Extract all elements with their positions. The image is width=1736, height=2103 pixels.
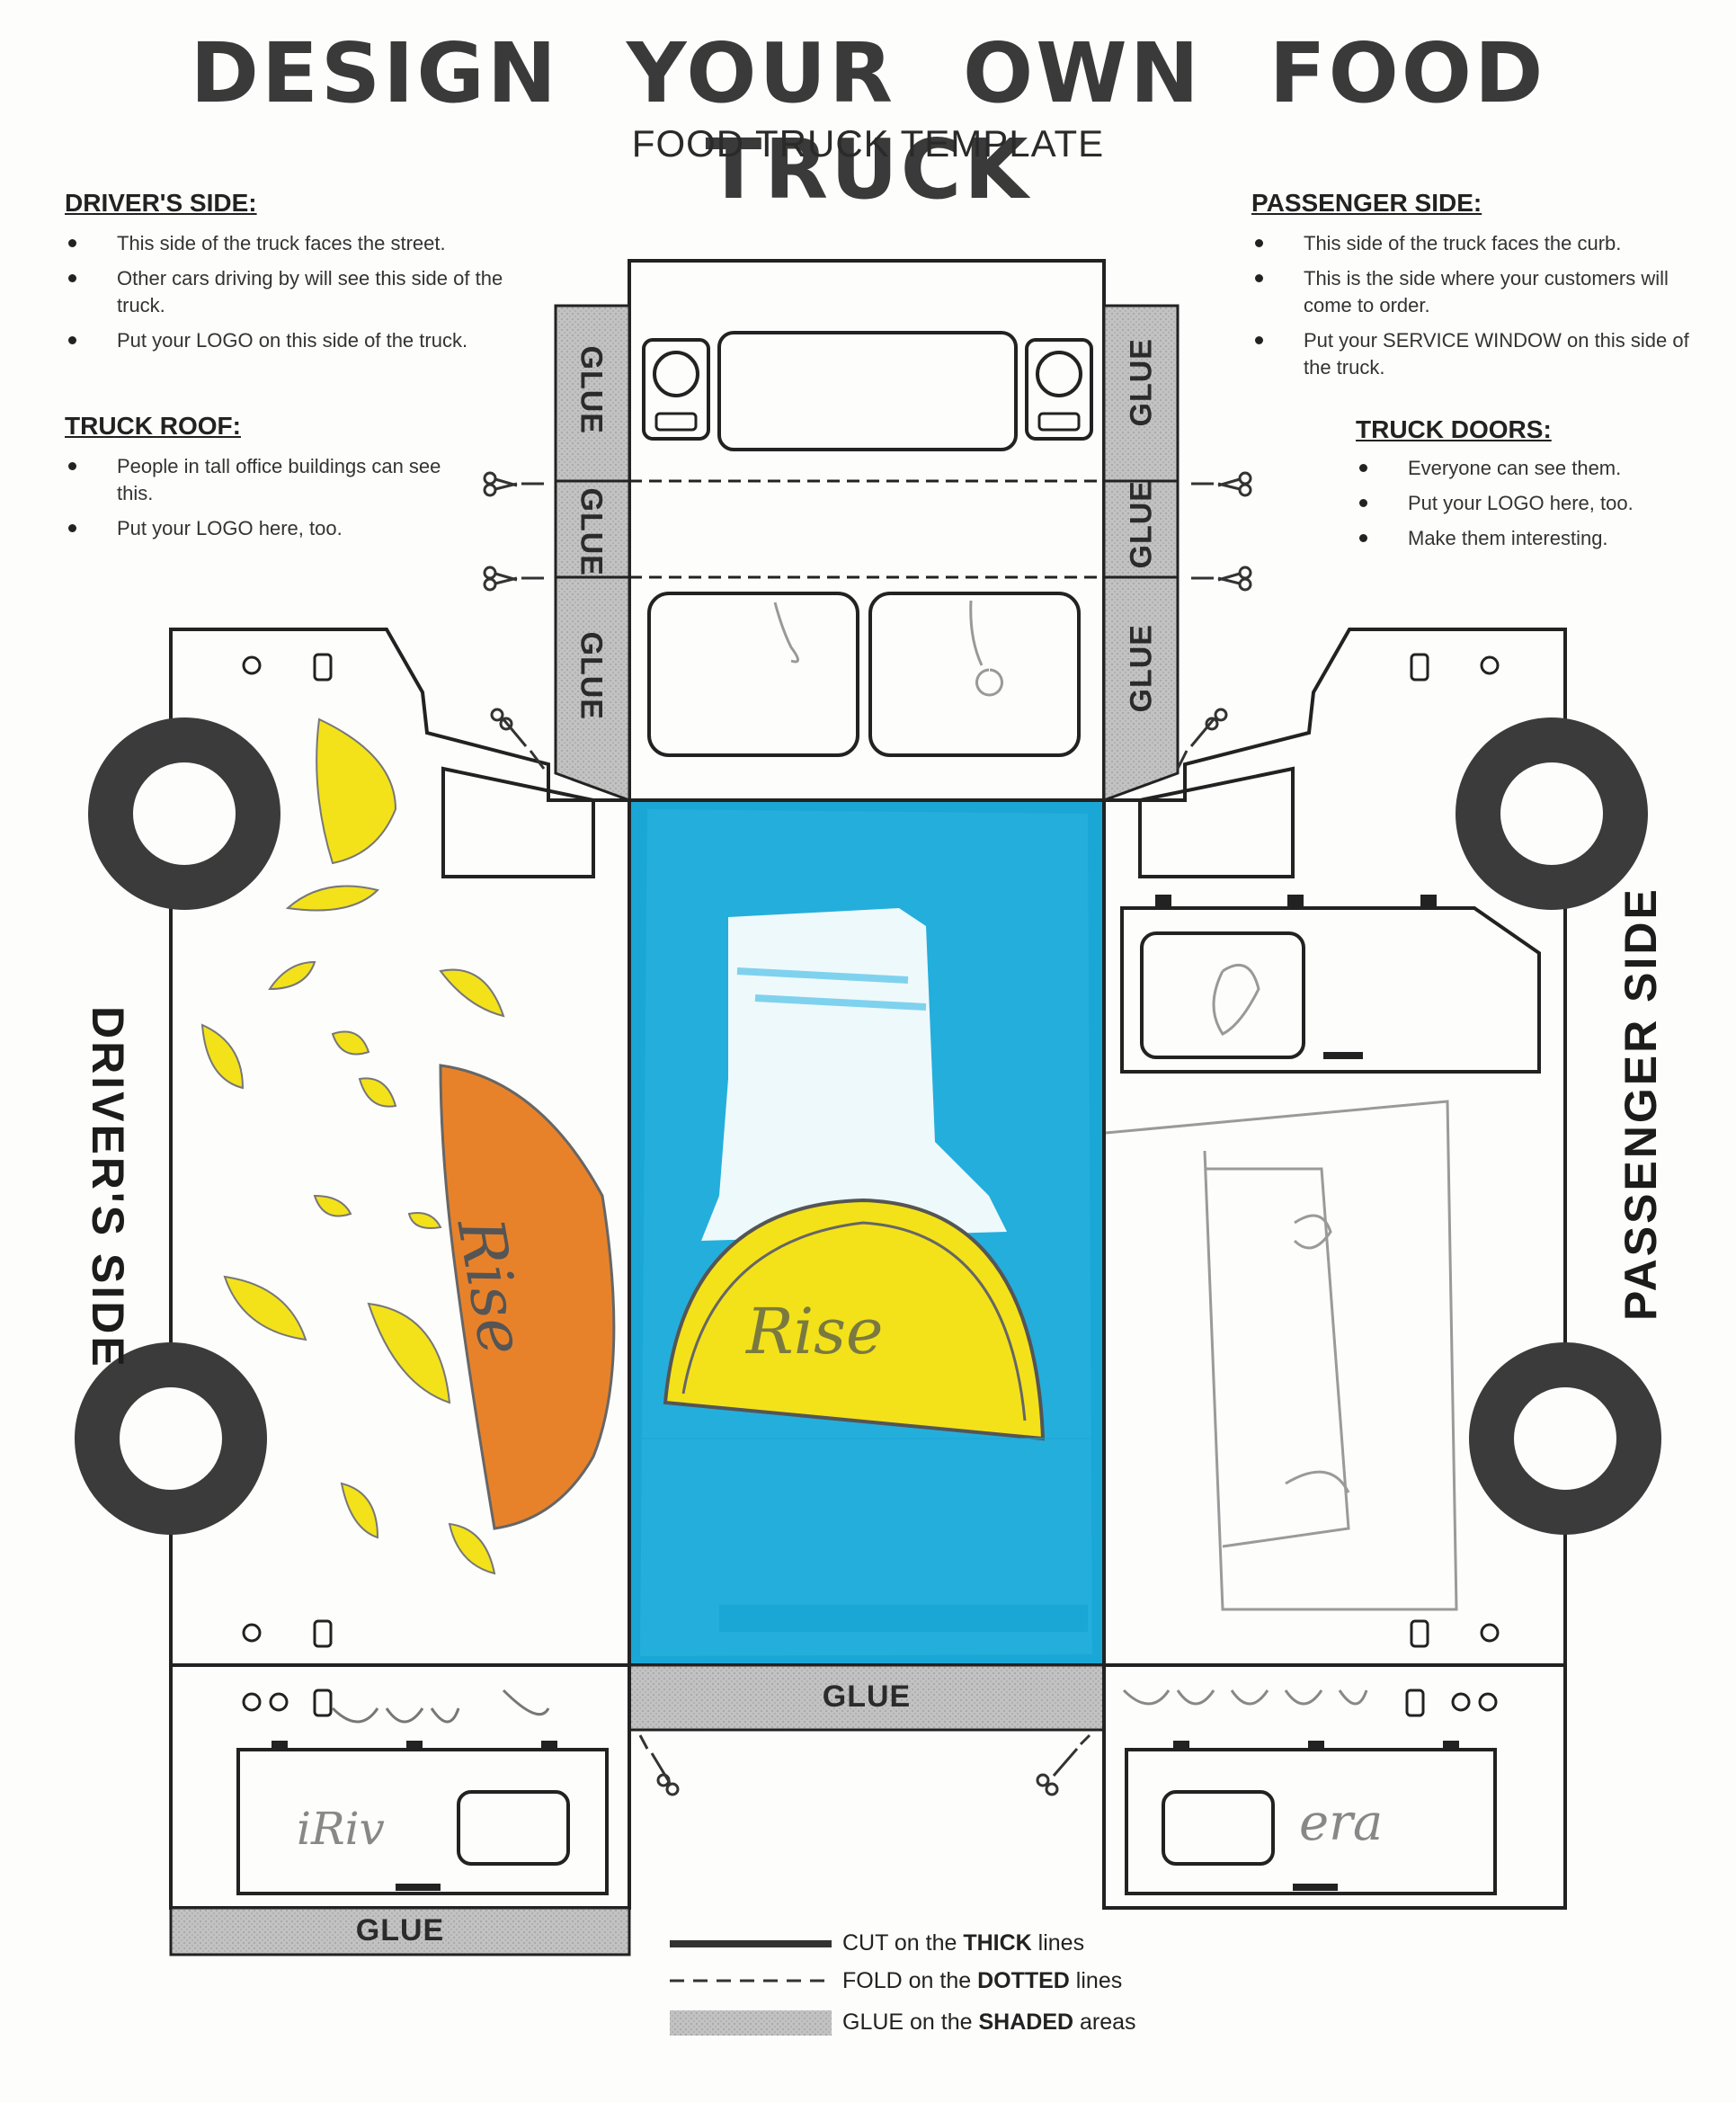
drivers-side-label: DRIVER'S SIDE xyxy=(83,1006,133,1369)
driver-wheels xyxy=(75,717,280,1535)
window-right xyxy=(868,592,1081,757)
truck-roof-bullets: People in tall office buildings can see … xyxy=(65,453,469,542)
truck-roof-info: TRUCK ROOF: People in tall office buildi… xyxy=(65,412,469,550)
legend-cut-pre: CUT on the xyxy=(842,1930,964,1956)
glue-label: GLUE xyxy=(822,1680,912,1714)
legend-cut-post: lines xyxy=(1031,1930,1085,1956)
wheel-icon xyxy=(88,717,280,910)
passenger-side-info: PASSENGER SIDE: This side of the truck f… xyxy=(1251,189,1710,389)
scissors-icon xyxy=(1191,471,1252,497)
front-glue-tabs xyxy=(554,304,1180,803)
glue-label: GLUE xyxy=(574,345,609,434)
scissors-icon xyxy=(1036,1733,1091,1796)
passenger-side-label: PASSENGER SIDE xyxy=(1616,887,1666,1321)
truck-roof-heading: TRUCK ROOF: xyxy=(65,412,241,440)
glue-label: GLUE xyxy=(1124,624,1159,713)
headlight-left-icon xyxy=(642,338,710,441)
truck-doors-heading: TRUCK DOORS: xyxy=(1356,415,1552,443)
passenger-side-heading: PASSENGER SIDE: xyxy=(1251,189,1482,217)
legend-glue-bold: SHADED xyxy=(978,2009,1074,2035)
passenger-side-bullets: This side of the truck faces the curb. T… xyxy=(1251,230,1710,381)
list-item: People in tall office buildings can see … xyxy=(65,453,469,507)
scissor-marks xyxy=(483,471,1252,1796)
wheel-icon xyxy=(1469,1342,1661,1535)
list-item: This side of the truck faces the street. xyxy=(65,230,514,257)
legend-glue: GLUE on the SHADED areas xyxy=(842,2009,1136,2036)
handwritten-front-right: era xyxy=(1299,1794,1384,1852)
legend-cut-bold: THICK xyxy=(963,1930,1032,1956)
wheel-icon xyxy=(1456,717,1648,910)
list-item: Put your SERVICE WINDOW on this side of … xyxy=(1251,327,1710,381)
list-item: This is the side where your customers wi… xyxy=(1251,265,1710,319)
service-window-frame xyxy=(1120,906,1541,1074)
truck-roof-panel xyxy=(628,798,1106,1667)
windshield xyxy=(717,331,1018,451)
passenger-window xyxy=(1138,766,1295,878)
passenger-side-panel xyxy=(1102,628,1567,1667)
front-panel xyxy=(628,259,1106,802)
handwritten-roof-name: Rise xyxy=(746,1295,884,1368)
scissors-icon xyxy=(1176,708,1228,770)
scissors-icon xyxy=(483,471,544,497)
legend-fold-post: lines xyxy=(1069,1968,1123,1993)
legend-fold-pre: FOLD on the xyxy=(842,1968,978,1993)
glue-label: GLUE xyxy=(1124,480,1159,569)
legend-graphics xyxy=(670,1940,832,2036)
drivers-side-bullets: This side of the truck faces the street.… xyxy=(65,230,514,354)
glue-tab-driver-bottom xyxy=(169,1906,631,1956)
drivers-side-heading: DRIVER'S SIDE: xyxy=(65,189,257,217)
legend-fold-bold: DOTTED xyxy=(977,1968,1070,1993)
scissors-icon xyxy=(483,566,544,592)
scissors-icon xyxy=(1191,566,1252,592)
list-item: Put your LOGO on this side of the truck. xyxy=(65,327,514,354)
glue-label: GLUE xyxy=(574,487,609,576)
glue-label: GLUE xyxy=(1124,338,1159,427)
list-item: Put your LOGO here, too. xyxy=(65,515,469,542)
truck-doors-bullets: Everyone can see them. Put your LOGO her… xyxy=(1356,455,1697,552)
legend-cut: CUT on the THICK lines xyxy=(842,1930,1084,1956)
legend-glue-pre: GLUE on the xyxy=(842,2009,979,2035)
drivers-side-panel xyxy=(169,628,631,1667)
passenger-bottom-panel xyxy=(1102,1663,1567,1910)
headlight-right-icon xyxy=(1025,338,1093,441)
list-item: Everyone can see them. xyxy=(1356,455,1697,482)
scissors-icon xyxy=(638,1734,680,1796)
wheel-icon xyxy=(75,1342,267,1535)
truck-doors-info: TRUCK DOORS: Everyone can see them. Put … xyxy=(1356,415,1697,560)
legend-fold: FOLD on the DOTTED lines xyxy=(842,1968,1122,1994)
page-title: DESIGN YOUR OWN FOOD TRUCK xyxy=(190,25,1546,218)
passenger-wheels xyxy=(1456,717,1661,1535)
glue-label: GLUE xyxy=(574,631,609,720)
glue-label: GLUE xyxy=(355,1913,445,1947)
scissors-icon xyxy=(490,708,546,770)
list-item: Other cars driving by will see this side… xyxy=(65,265,514,319)
list-item: This side of the truck faces the curb. xyxy=(1251,230,1710,257)
driver-window xyxy=(441,766,595,878)
drivers-side-info: DRIVER'S SIDE: This side of the truck fa… xyxy=(65,189,514,362)
driver-bottom-panel xyxy=(169,1663,631,1910)
service-window xyxy=(1140,931,1305,1059)
page-subtitle: FOOD TRUCK TEMPLATE xyxy=(631,122,1105,165)
handwritten-front-left: iRiv xyxy=(297,1803,385,1855)
window-left xyxy=(647,592,859,757)
list-item: Put your LOGO here, too. xyxy=(1356,490,1697,517)
legend-glue-post: areas xyxy=(1073,2009,1136,2035)
list-item: Make them interesting. xyxy=(1356,525,1697,552)
